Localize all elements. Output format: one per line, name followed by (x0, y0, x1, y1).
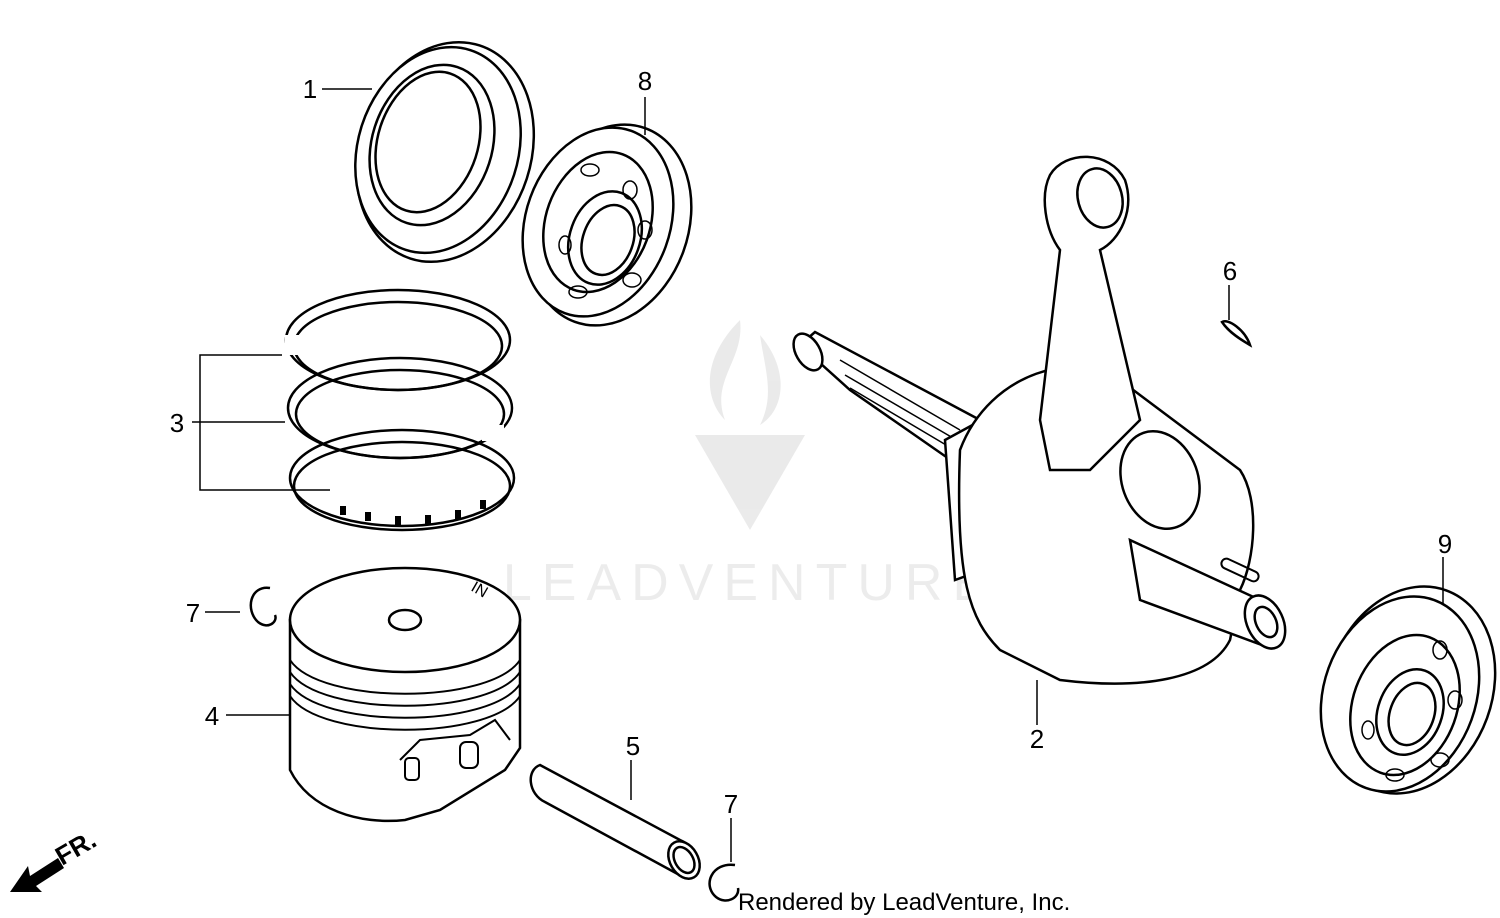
part-1-oil-seal[interactable] (329, 19, 562, 285)
flame-logo-icon (695, 320, 805, 530)
callout-5: 5 (626, 731, 640, 761)
part-5-piston-pin[interactable] (529, 763, 706, 884)
callout-7-lower: 7 (724, 789, 738, 819)
piston-mark-text: IN (468, 579, 490, 602)
callout-2: 2 (1030, 724, 1044, 754)
part-6-woodruff-key[interactable] (1220, 319, 1253, 348)
callout-7-upper: 7 (186, 598, 200, 628)
leader-lines (192, 88, 1444, 862)
callout-labels: 1 2 3 4 5 6 7 7 8 9 (170, 66, 1452, 819)
part-8-bearing[interactable] (497, 102, 718, 349)
part-9-bearing[interactable] (1294, 562, 1500, 817)
credit-text: Rendered by LeadVenture, Inc. (738, 889, 1070, 916)
part-4-piston[interactable]: IN (288, 566, 522, 823)
front-arrow-icon (10, 858, 64, 892)
callout-4: 4 (205, 701, 219, 731)
callout-9: 9 (1438, 529, 1452, 559)
part-7-clip-lower[interactable] (708, 863, 740, 902)
callout-8: 8 (638, 66, 652, 96)
callout-1: 1 (303, 74, 317, 104)
part-3-piston-rings[interactable] (284, 288, 516, 532)
callout-6: 6 (1223, 256, 1237, 286)
watermark-text: LEADVENTURE (503, 554, 997, 612)
front-direction-indicator: FR. (10, 824, 101, 892)
part-2-crankshaft[interactable] (788, 155, 1294, 685)
part-7-clip-upper[interactable] (249, 586, 277, 627)
callout-3: 3 (170, 408, 184, 438)
leadventure-watermark: LEADVENTURE (503, 320, 997, 612)
